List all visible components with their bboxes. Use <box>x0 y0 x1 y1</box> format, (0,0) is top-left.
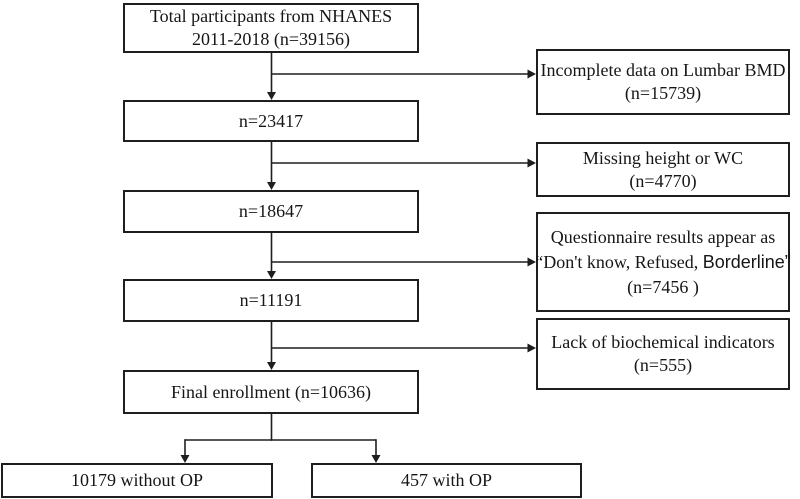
box-excl-questionnaire: Questionnaire results appear as “Don't k… <box>535 212 791 312</box>
box-text-line: (n=15739) <box>624 83 702 103</box>
box-text-line: (n=555) <box>633 355 693 375</box>
box-n11191: n=11191 <box>123 279 419 322</box>
box-without-op: 10179 without OP <box>1 463 273 498</box>
box-with-op: 457 with OP <box>311 463 582 498</box>
box-text-line: Incomplete data on Lumbar BMD <box>540 60 786 80</box>
box-text-line: (n=7456 ) <box>627 276 699 297</box>
box-text-line: 10179 without OP <box>70 470 203 490</box>
box-text-line: (n=4770) <box>629 170 697 191</box>
box-text-line: “Don't know, Refused, Borderline” <box>535 250 791 275</box>
box-text-line: 457 with OP <box>400 470 492 490</box>
box-excl-biochemical: Lack of biochemical indicators (n=555) <box>536 318 790 390</box>
box-excl-height-wc: Missing height or WC (n=4770) <box>536 142 790 197</box>
box-text-line: Lack of biochemical indicators <box>551 332 775 352</box>
box-excl-lumbar-bmd: Incomplete data on Lumbar BMD (n=15739) <box>536 49 790 115</box>
box-text-part-serif: “Don't know, Refused, <box>535 251 703 272</box>
arrow-n23417-to-n18647 <box>267 142 276 190</box>
box-text-line: n=23417 <box>238 110 304 131</box>
arrow-branch-biochemical <box>271 343 536 353</box>
split-final-to-outcomes <box>180 414 381 463</box>
box-final-enrollment: Final enrollment (n=10636) <box>123 370 419 414</box>
arrow-branch-height-wc <box>271 158 536 168</box>
box-text-line: n=11191 <box>239 290 303 310</box>
box-text-line: Final enrollment (n=10636) <box>170 381 372 402</box>
box-text-line: n=18647 <box>238 201 304 221</box>
box-text-line: Missing height or WC <box>582 147 744 168</box>
box-n18647: n=18647 <box>123 190 419 233</box>
arrow-n11191-to-final <box>267 322 276 370</box>
arrow-branch-questionnaire <box>271 257 536 267</box>
box-n23417: n=23417 <box>123 100 419 142</box>
arrow-total-to-n23417 <box>267 53 276 100</box>
box-text-line: Total participants from NHANES <box>149 6 393 26</box>
box-text-part-sans: Borderline” <box>702 251 791 272</box>
box-total-participants: Total participants from NHANES 2011-2018… <box>123 3 419 53</box>
arrow-n18647-to-n11191 <box>267 233 276 279</box>
arrow-branch-lumbar-bmd <box>271 69 536 79</box>
box-text-line: 2011-2018 (n=39156) <box>192 29 350 49</box>
box-text-line: Questionnaire results appear as <box>550 226 776 247</box>
